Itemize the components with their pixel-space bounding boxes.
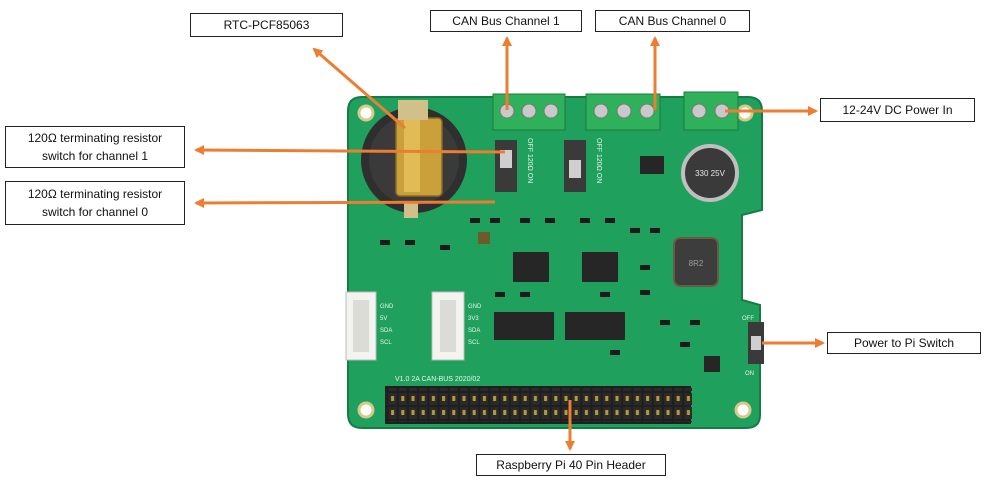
capacitor-silk: 330 25V [695,169,725,178]
label-power-to-pi-switch: Power to Pi Switch [827,332,981,354]
grove-right-pin-2: 3V3 [468,316,479,322]
can1-terminal [492,93,566,131]
arrow-res0 [194,197,496,208]
pi-switch-on-silk: ON [745,371,754,377]
arrow-res1 [194,145,506,156]
can0-terminal [585,93,661,131]
label-resistor-switch-ch0-line2: switch for channel 0 [41,205,149,219]
inductor-silk: 8R2 [689,259,704,268]
mount-hole-br [734,401,752,419]
grove-right-pin-4: SCL [468,340,480,346]
mount-hole-tr [736,104,754,122]
label-resistor-switch-ch1-line1: 120Ω terminating resistor [27,131,163,145]
rtc-battery-holder [361,100,467,218]
grove-left-pin-3: SDA [380,328,392,334]
label-can-channel-1: CAN Bus Channel 1 [430,10,582,32]
pi-power-switch [748,322,764,364]
inductor: 8R2 [673,237,719,287]
crystal [478,232,490,244]
annotation-arrows [194,36,825,451]
grove-left-pin-4: SCL [380,340,392,346]
res-switch-ch1 [495,140,517,192]
mount-hole-bl [357,401,375,419]
smd-components [380,218,700,355]
gpio-40-pin-header [385,386,692,424]
label-dc-power-in: 12-24V DC Power In [820,98,975,122]
mount-hole-tl [357,104,375,122]
grove-connector-right [431,291,465,361]
label-resistor-switch-ch1-line2: switch for channel 1 [41,149,149,163]
electrolytic-capacitor: 330 25V [681,144,739,202]
label-can-channel-0: CAN Bus Channel 0 [595,10,750,32]
label-40-pin-header: Raspberry Pi 40 Pin Header [476,454,666,476]
arrow-rtc [312,47,406,130]
ic-chips [494,156,720,372]
grove-right-pin-3: SDA [468,328,480,334]
switch-ch0-silk: OFF 120Ω ON [595,138,602,183]
grove-left-pin-2: 5V [380,316,387,322]
switch-ch1-silk: OFF 120Ω ON [526,138,533,183]
pi-switch-off-silk: OFF [742,316,754,322]
label-rtc: RTC-PCF85063 [190,13,343,37]
part-number-silk: V1.0 2A CAN-BUS 2020/02 [395,376,480,383]
label-resistor-switch-ch0-line1: 120Ω terminating resistor [27,187,163,201]
grove-left-pin-1: GND [380,304,394,310]
label-resistor-switch-ch0: 120Ω terminating resistor switch for cha… [5,181,185,225]
label-resistor-switch-ch1: 120Ω terminating resistor switch for cha… [5,126,185,168]
res-switch-ch0 [564,140,586,192]
grove-right-pin-1: GND [468,304,482,310]
grove-connector-left [345,291,377,361]
